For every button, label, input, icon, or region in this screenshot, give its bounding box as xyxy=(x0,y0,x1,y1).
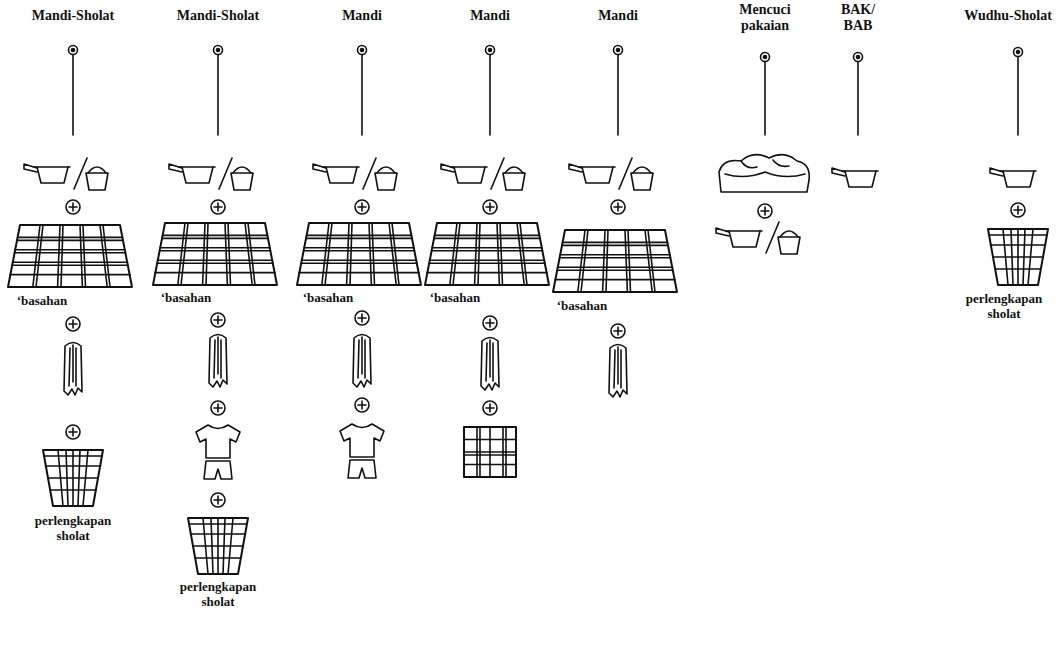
column-heading: Mandi xyxy=(342,8,382,24)
column-icons xyxy=(8,158,132,506)
column-heading: Mandi xyxy=(470,8,510,24)
item-label: ‘basahan xyxy=(430,291,481,306)
column-icons xyxy=(425,158,549,477)
item-label: ‘basahan xyxy=(161,291,212,306)
column-icons xyxy=(716,155,809,254)
item-label: ‘basahan xyxy=(17,294,68,309)
column-icons xyxy=(832,168,878,187)
column-heading: BAK/ BAB xyxy=(836,2,880,34)
heading-pins xyxy=(69,46,1023,136)
column-heading: Mandi-Sholat xyxy=(177,8,259,24)
column-heading: Wudhu-Sholat xyxy=(964,8,1052,24)
column-heading: Mandi-Sholat xyxy=(32,8,114,24)
column-heading: Mencuci pakaian xyxy=(727,2,803,34)
item-label: ‘basahan xyxy=(303,291,354,306)
item-label: perlengkapan sholat xyxy=(166,580,270,610)
column-icons xyxy=(297,158,421,478)
item-label: ‘basahan xyxy=(557,299,608,314)
column-icons xyxy=(988,168,1048,285)
column-icons xyxy=(153,158,277,574)
column-icons xyxy=(553,158,677,397)
item-label: perlengkapan sholat xyxy=(952,292,1056,322)
item-label: perlengkapan sholat xyxy=(21,514,125,544)
column-heading: Mandi xyxy=(598,8,638,24)
